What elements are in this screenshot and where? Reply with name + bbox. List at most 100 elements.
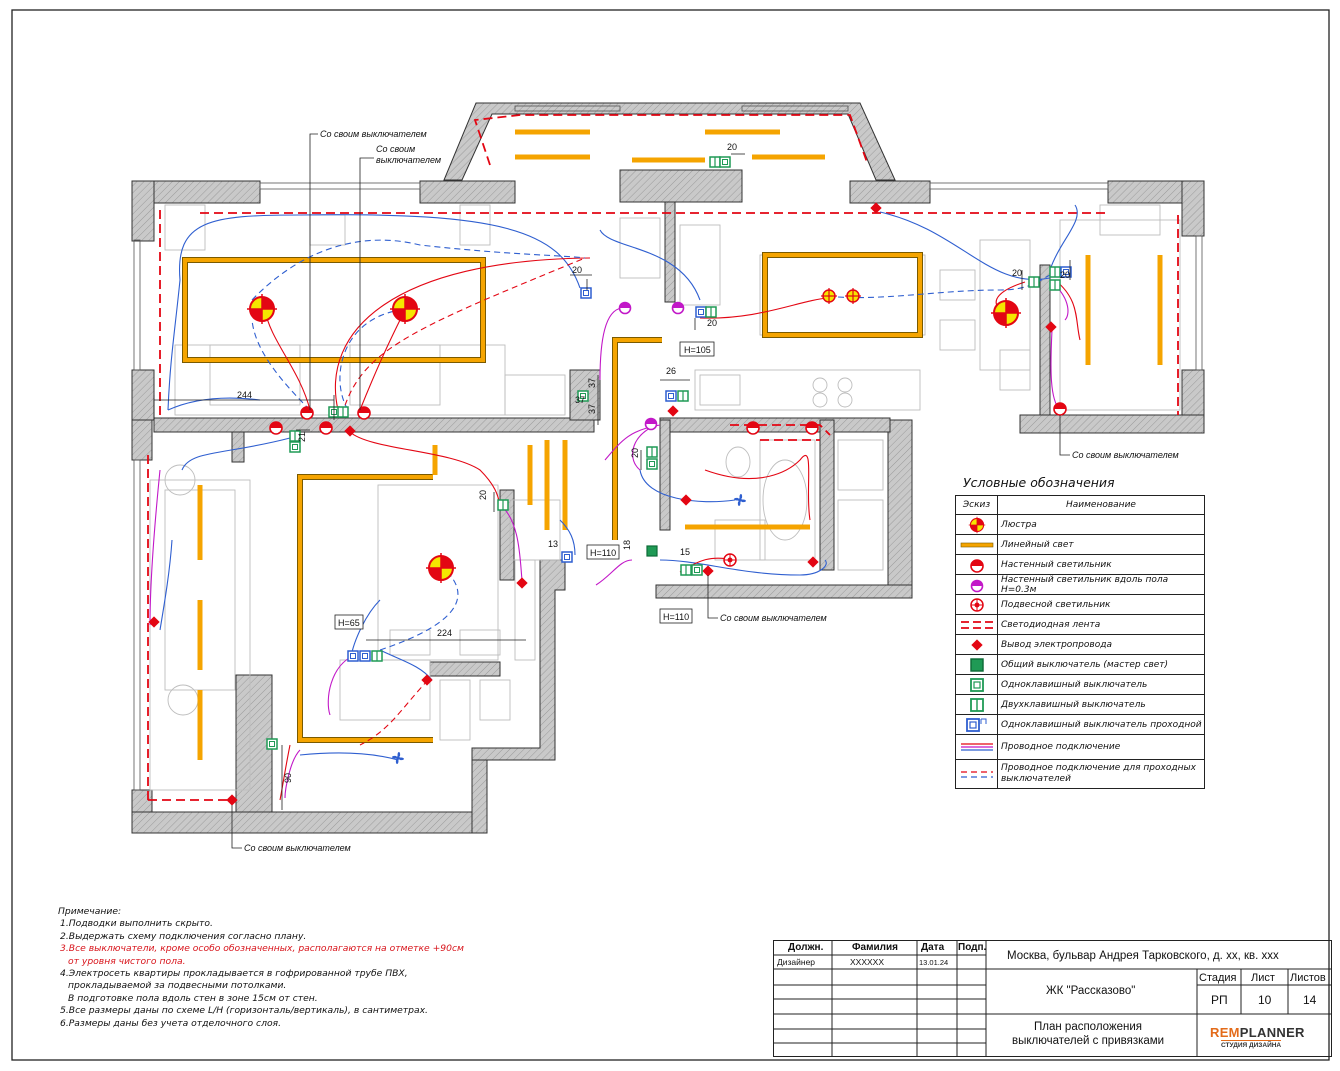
tb-logo-rem: REM: [1210, 1025, 1240, 1040]
legend-label: Настенный светильник вдоль пола H=0.3м: [1001, 574, 1169, 595]
dim-244: 244: [237, 390, 252, 400]
note-3: 3.Все выключатели, кроме особо обозначен…: [60, 943, 464, 955]
tb-logo: REMPLANNER: [1210, 1025, 1305, 1040]
passthrough-switch-icon: [561, 551, 573, 563]
dim-20: 20: [1012, 268, 1022, 278]
floor-wall-lamp-icon: [644, 417, 658, 431]
dim-20: 20: [478, 490, 488, 500]
tb-drawing-title-1: План расположения: [1034, 1021, 1143, 1033]
tb-logo-sub: СТУДИЯ ДИЗАЙНА: [1221, 1040, 1282, 1049]
legend-row: Светодиодная лента: [956, 615, 1204, 635]
note-3-cont: от уровня чистого пола.: [68, 955, 186, 967]
floor-wall-lamp-icon: [671, 301, 685, 315]
legend-label: Проводное подключение для проходных выкл…: [1001, 763, 1196, 784]
legend-row: Двухклавишный выключатель: [956, 695, 1204, 715]
tb-sheet: 10: [1258, 993, 1272, 1007]
single-switch-icon: [719, 156, 731, 168]
wall-lamp-icon: [319, 421, 333, 435]
double-switch-icon: [371, 650, 383, 662]
legend-row: Линейный свет: [956, 535, 1204, 555]
legend-label: Подвесной светильник: [1001, 599, 1111, 610]
note-4-cont: В подготовке пола вдоль стен в зоне 15см…: [68, 992, 318, 1004]
pendant-lamp-icon: [723, 553, 737, 567]
single-switch-icon: [691, 564, 703, 576]
legend-col-name: Наименование: [1066, 500, 1136, 510]
callout-own-switch: Со своим выключателем: [720, 613, 827, 623]
dim-20: 20: [630, 448, 640, 458]
dimension-lines: [153, 153, 1071, 810]
height-label: H=110: [663, 612, 689, 622]
passthrough-switch-icon: [359, 650, 371, 662]
dim-90: 90: [283, 773, 293, 783]
legend-label: Одноклавишный выключатель: [1001, 679, 1148, 690]
double-switch-icon: [337, 406, 349, 418]
double-switch-icon: [1049, 266, 1061, 278]
title-block-grid: [774, 941, 1331, 1056]
legend-label: Двухклавишный выключатель: [1001, 699, 1146, 710]
tb-h-date: Дата: [921, 942, 945, 953]
wiring-icon: [960, 743, 993, 751]
dim-224: 224: [437, 628, 452, 638]
legend-label: Проводное подключение: [1001, 742, 1121, 752]
chandelier-icon: [820, 287, 838, 305]
callout-leaders: [231, 133, 1070, 849]
passthrough-wiring-icon: [960, 771, 993, 778]
dimension-labels: 244 224 20 20 20 20 20 21 37 37 37 26 20…: [237, 142, 1070, 783]
tb-surname: XXXXXX: [850, 957, 885, 967]
led-strips: [147, 114, 1179, 801]
chandelier-icon: [844, 287, 862, 305]
fan-icon: [734, 494, 746, 506]
note-4-cont: прокладываемой за подвесными потолками.: [68, 980, 287, 992]
single-switch-icon: [266, 738, 278, 750]
callout-own-switch: Со своим выключателем: [320, 129, 427, 139]
pendant-lamp-icon: [969, 597, 984, 612]
linear-light-icon: [960, 542, 993, 547]
led-strip-icon: [960, 620, 993, 629]
double-switch-icon: [646, 446, 658, 458]
callout-own-switch: Со своим: [376, 144, 415, 154]
legend-row: Настенный светильник: [956, 555, 1204, 575]
double-switch-icon: [705, 306, 717, 318]
tb-sheets: 14: [1303, 993, 1317, 1007]
floor-wall-lamp-icon: [618, 301, 632, 315]
tb-h-sheets: Листов: [1290, 972, 1326, 984]
legend-row: Проводное подключение: [956, 735, 1204, 760]
dim-26: 26: [666, 366, 676, 376]
legend-label: Одноклавишный выключатель проходной: [1001, 719, 1202, 730]
wall-lamp-icon: [969, 558, 984, 573]
dim-15: 15: [680, 547, 690, 557]
double-switch-icon: [497, 499, 509, 511]
title-block: Должн. Фамилия Дата Подп. Дизайнер XXXXX…: [773, 940, 1332, 1057]
wire-outlet-icon: [970, 638, 983, 651]
legend-row: Настенный светильник вдоль пола H=0.3м: [956, 575, 1204, 595]
callout-own-switch: Со своим выключателем: [244, 843, 351, 853]
tb-date: 13.01.24: [919, 958, 949, 967]
dim-20: 20: [707, 318, 717, 328]
passthrough-switch-icon: [580, 287, 592, 299]
wall-lamp-icon: [269, 421, 283, 435]
height-label: H=65: [338, 618, 360, 628]
dim-13: 13: [548, 539, 558, 549]
floor-wall-lamp-icon: [970, 579, 983, 592]
double-switch-icon: [709, 156, 721, 168]
passthrough-switch-icon: [665, 390, 677, 402]
wiring-blue: [159, 204, 1078, 761]
tb-h-stage: Стадия: [1199, 972, 1237, 984]
single-switch-icon: [646, 458, 658, 470]
double-switch-icon: [1049, 279, 1061, 291]
wall-lamp-icon: [300, 406, 314, 420]
wiring-red-dashed: [341, 257, 586, 746]
height-label: H=110: [590, 548, 616, 558]
double-switch-icon: [969, 697, 984, 712]
single-switch-icon: [289, 441, 301, 453]
tb-h-sheet: Лист: [1251, 972, 1275, 984]
chandelier-icon: [425, 552, 457, 584]
dim-37: 37: [587, 378, 597, 388]
chandelier-icon: [967, 515, 986, 534]
legend-row: Одноклавишный выключатель: [956, 675, 1204, 695]
wall-lamp-icon: [805, 421, 819, 435]
legend-row: Проводное подключение для проходных выкл…: [956, 760, 1204, 788]
tb-h-position: Должн.: [788, 942, 824, 953]
wiring-blue-dashed: [251, 239, 1051, 651]
